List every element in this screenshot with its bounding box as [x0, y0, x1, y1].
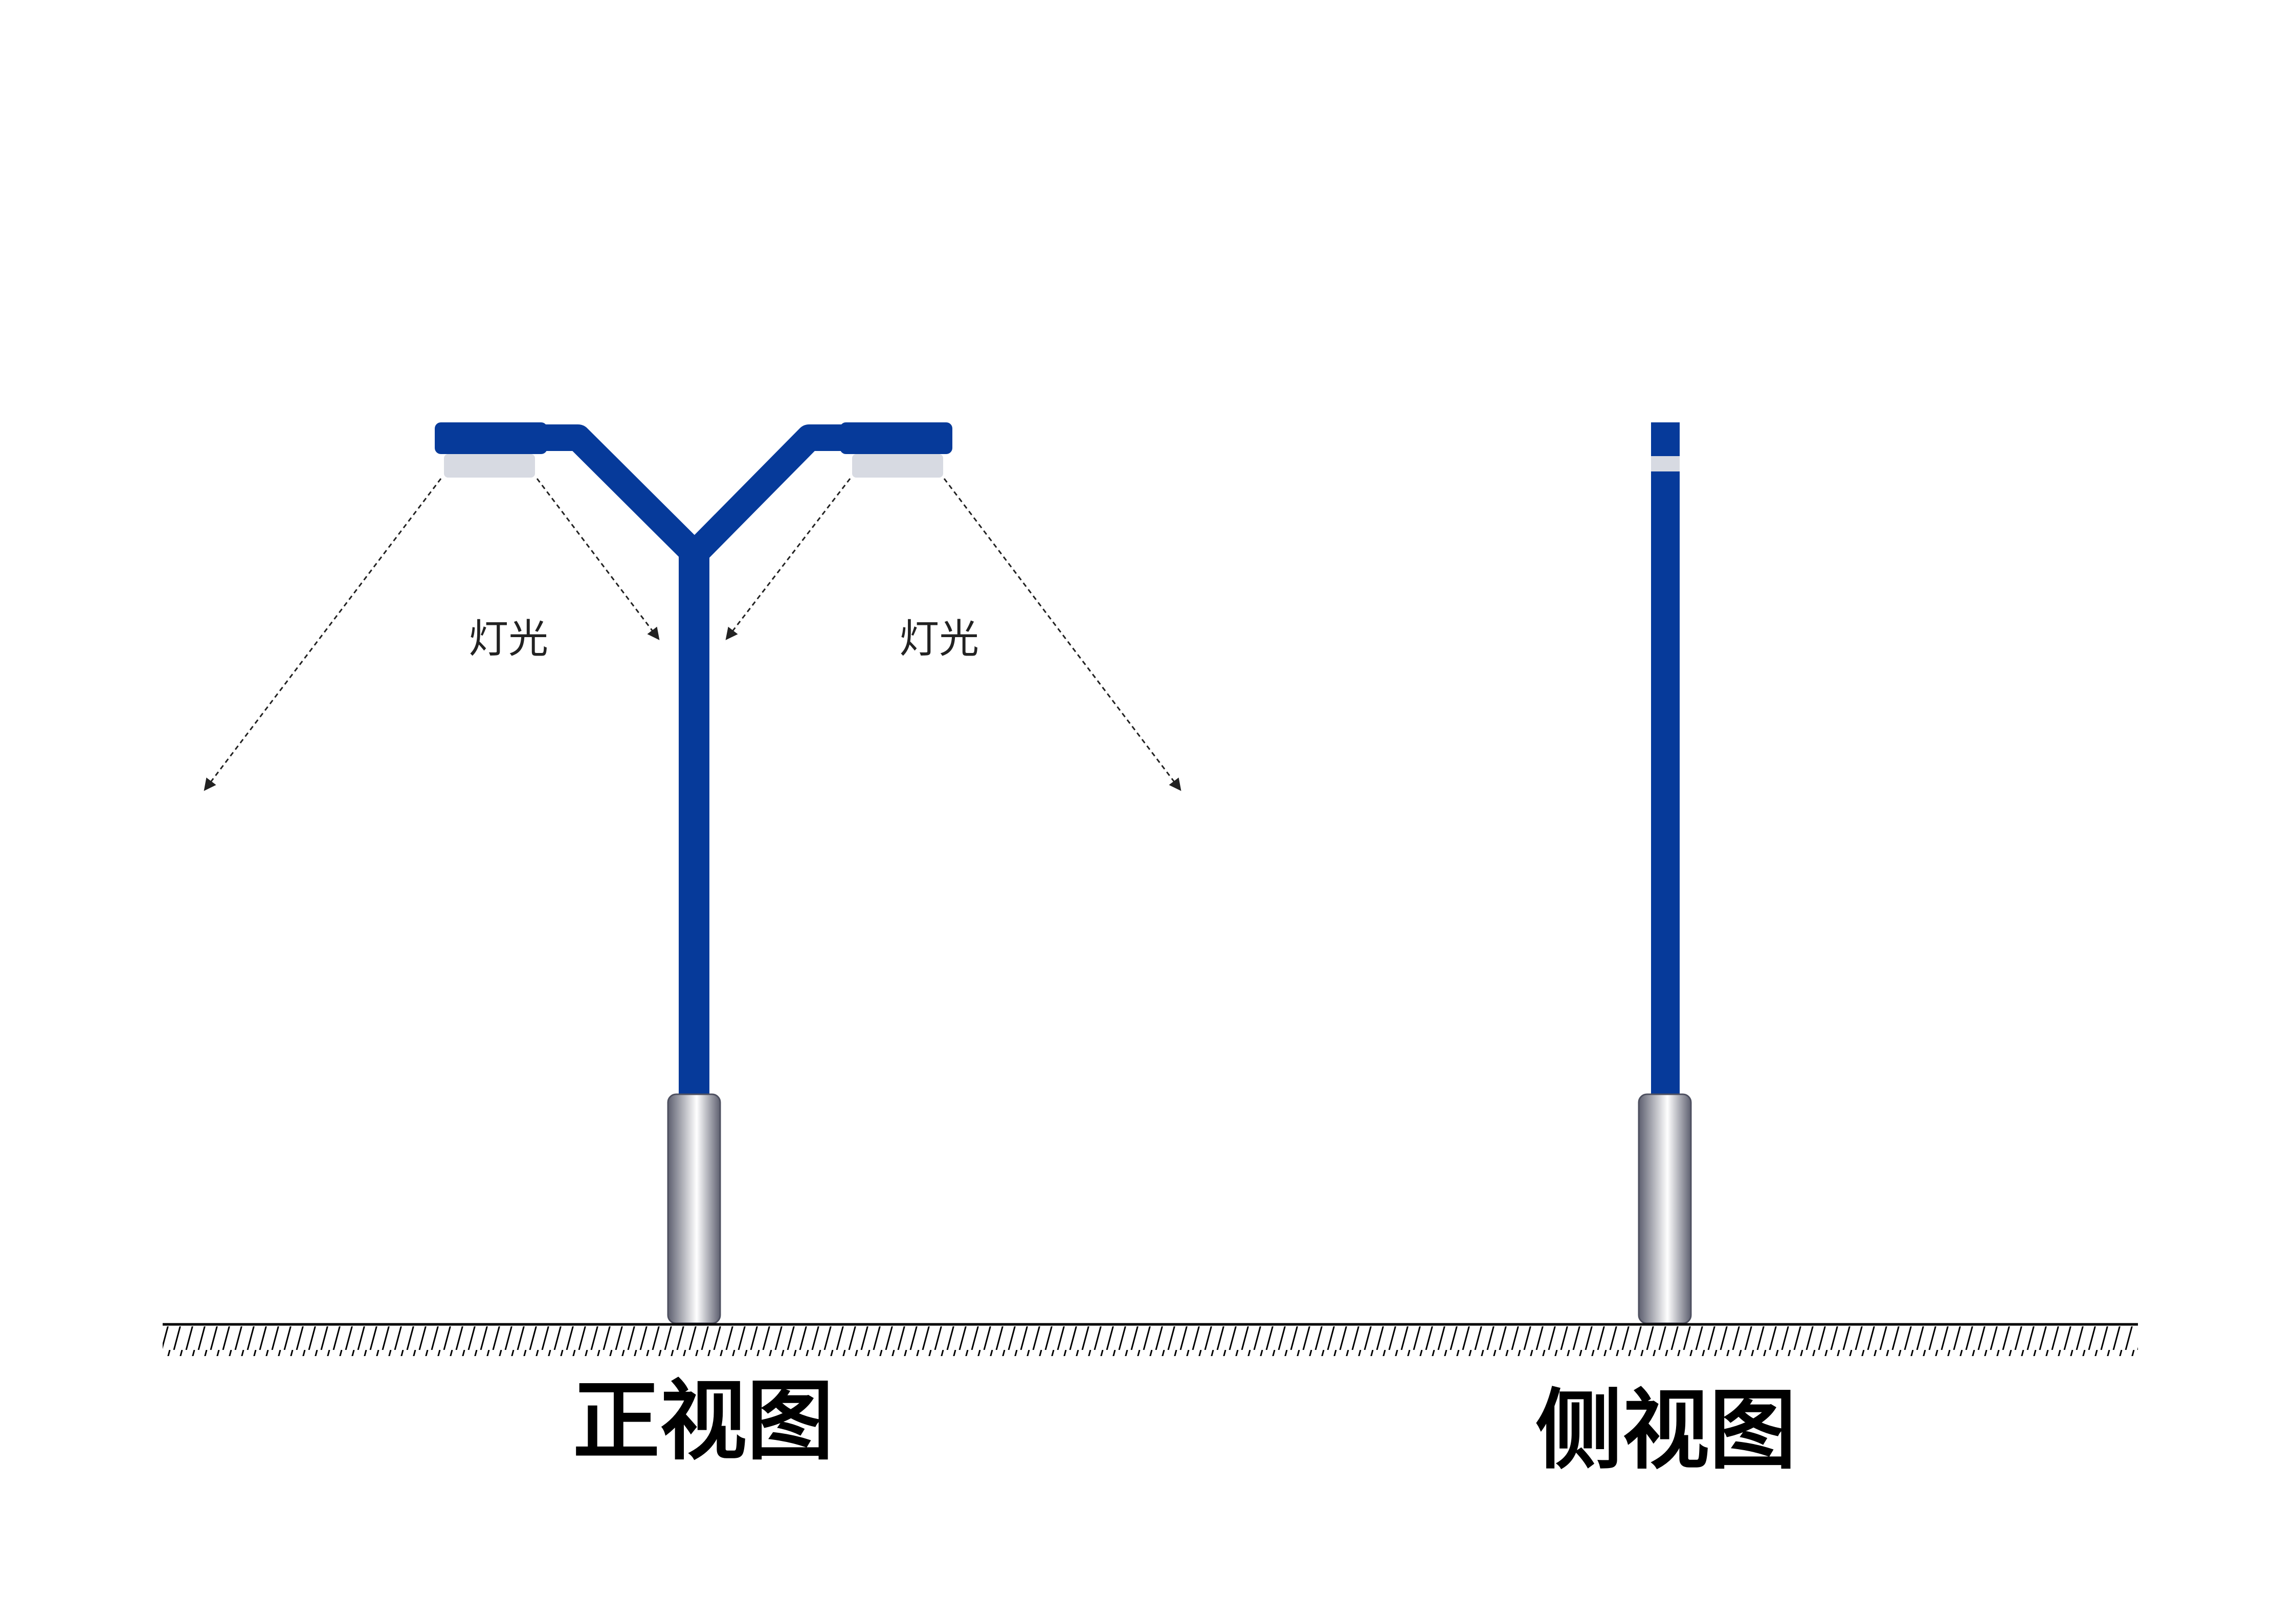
right-lamp-head	[840, 422, 952, 478]
ground-hatch	[163, 1326, 2138, 1356]
front-view: 灯光 灯光	[204, 422, 1182, 1324]
right-arm	[684, 424, 845, 565]
light-label-right: 灯光	[899, 616, 979, 662]
side-view	[1638, 422, 1692, 1324]
front-base	[667, 1093, 721, 1324]
light-label-left: 灯光	[469, 616, 548, 662]
left-outer-ray	[204, 478, 442, 791]
left-lamp-lens	[444, 454, 535, 478]
side-pole	[1651, 422, 1680, 1099]
right-outer-ray	[943, 478, 1182, 791]
front-pole	[679, 552, 709, 1099]
right-inner-ray	[725, 478, 851, 640]
right-lamp-lens	[852, 454, 943, 478]
left-lamp-head	[435, 422, 547, 478]
front-pole-arms	[542, 424, 845, 565]
light-rays	[204, 478, 1182, 791]
left-inner-ray	[536, 478, 660, 640]
left-lamp-housing	[435, 422, 547, 454]
front-view-title: 正视图	[573, 1371, 834, 1472]
side-base	[1638, 1093, 1692, 1324]
ground	[163, 1323, 2138, 1356]
left-arm	[542, 424, 705, 565]
side-lamp-lens	[1651, 456, 1680, 471]
side-view-title: 侧视图	[1535, 1380, 1796, 1481]
right-lamp-housing	[840, 422, 952, 454]
